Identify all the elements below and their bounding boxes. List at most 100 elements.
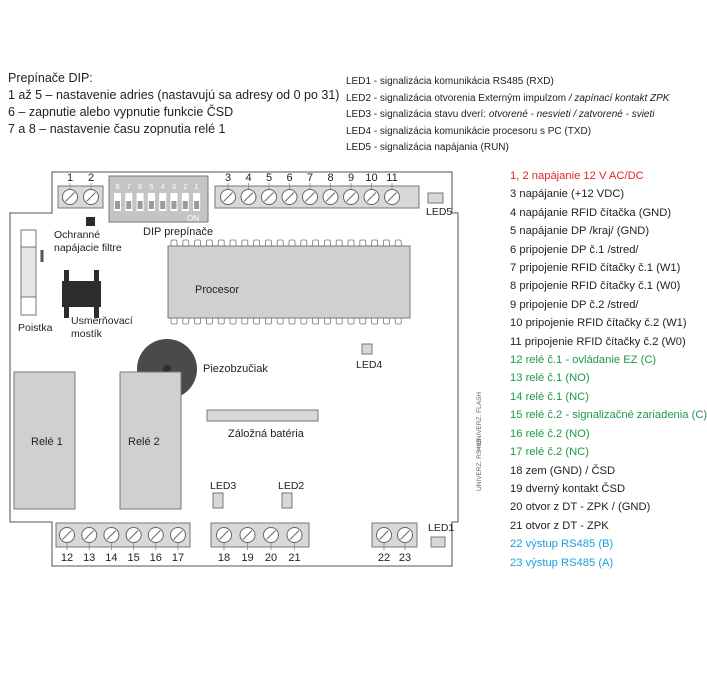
led-notes: LED1 - signalizácia komunikácia RS485 (R…	[346, 74, 669, 157]
terminal-number: 22	[378, 552, 390, 564]
dip-digit: 3	[172, 182, 176, 191]
dip-notes-line: 1 až 5 – nastavenie adries (nastavujú sa…	[8, 88, 340, 102]
dip-digit: 2	[183, 182, 187, 191]
terminal-screw	[147, 527, 164, 543]
dip-digit: 5	[149, 182, 153, 191]
filter-chip	[86, 217, 95, 226]
terminal-screw	[261, 189, 277, 205]
pin-number: 19	[510, 482, 523, 495]
led2-label: LED2	[278, 480, 304, 492]
pin-number: 8	[510, 280, 517, 293]
terminal-screw	[83, 189, 99, 205]
led-note: LED3 - signalizácia stavu dverí: otvoren…	[346, 107, 669, 124]
pin-number: 21	[510, 519, 523, 532]
pin-number: 15	[510, 409, 523, 422]
terminal-number: 7	[307, 172, 313, 184]
terminal-screw	[240, 189, 257, 205]
terminal-screw	[376, 527, 392, 543]
filters-label: Ochranné	[54, 229, 100, 241]
pin-function: napájanie DP /kraj/ (GND)	[519, 225, 650, 238]
pin-function: pripojenie DP č.1 /stred/	[519, 243, 639, 256]
pin-function: napájanie 12 V AC/DC	[531, 170, 644, 182]
pin-number: 5	[510, 225, 517, 238]
dip-switch-slots	[114, 193, 201, 211]
pin-assignment: 16 relé č.2 (NO)	[510, 425, 707, 443]
pin-assignment: 7 pripojenie RFID čítačky č.1 (W1)	[510, 259, 707, 277]
dip-lever	[182, 201, 188, 209]
pin-function: relé č.1 (NC)	[525, 390, 589, 403]
dip-notes-line: 6 – zapnutie alebo vypnutie funkcie ČSD	[8, 105, 234, 119]
piezo-buzzer-center	[163, 365, 171, 373]
pin-number: 17	[510, 446, 523, 459]
led4	[361, 343, 373, 355]
pin-function: napájanie RFID čítačka (GND)	[519, 206, 672, 219]
pin-function: výstup RS485 (B)	[525, 538, 614, 551]
pin-function: pripojenie RFID čítačky č.2 (W0)	[524, 335, 686, 348]
led-note: LED2 - signalizácia otvorenia Externým i…	[346, 91, 669, 108]
terminal-screw	[363, 189, 380, 205]
pin-function: pripojenie RFID čítačky č.2 (W1)	[525, 317, 687, 330]
dip-lever	[171, 201, 177, 209]
pin-function: pripojenie DP č.2 /stred/	[519, 298, 639, 311]
dip-digit: 7	[127, 182, 131, 191]
pin-function: relé č.2 (NC)	[525, 446, 589, 459]
pin-assignment: 6 pripojenie DP č.1 /stred/	[510, 241, 707, 259]
pin-function: napájanie (+12 VDC)	[519, 188, 625, 201]
rectifier-bridge	[62, 281, 101, 307]
pin-number: 1, 2	[510, 170, 529, 182]
led-note: LED4 - signalizácia komunikácie procesor…	[346, 124, 669, 141]
terminal-number: 12	[61, 552, 73, 564]
pin-assignment: 14 relé č.1 (NC)	[510, 388, 707, 406]
pin-number: 4	[510, 206, 517, 219]
led5-label: LED5	[426, 206, 452, 218]
dip-lever	[148, 201, 154, 209]
terminal-number: 1	[67, 172, 73, 184]
terminal-screw	[286, 527, 303, 543]
pin-assignment: 20 otvor z DT - ZPK / (GND)	[510, 498, 707, 516]
side-label-flash: UNIVERZ. FLASH	[476, 392, 483, 445]
terminal-screw	[125, 527, 142, 543]
terminal-number: 20	[265, 552, 277, 564]
led2	[281, 492, 293, 509]
dip-lever	[137, 201, 143, 209]
pin-function: relé č.2 (NO)	[525, 427, 590, 440]
led1	[430, 536, 446, 548]
terminal-number: 23	[399, 552, 411, 564]
bridge-lead	[94, 270, 99, 282]
pin-assignment: 13 relé č.1 (NO)	[510, 369, 707, 387]
dip-notes: Prepínače DIP: 1 až 5 – nastavenie adrie…	[8, 70, 339, 138]
bridge-lead	[64, 270, 69, 282]
led3-label: LED3	[210, 480, 236, 492]
terminal-screw	[220, 189, 236, 205]
terminal-number: 11	[386, 172, 397, 184]
fuse-label: Poistka	[18, 322, 53, 334]
pin-assignment: 12 relé č.1 - ovládanie EZ (C)	[510, 351, 707, 369]
dip-lever	[126, 201, 132, 209]
pin-function: dverný kontakt ČSD	[525, 482, 626, 495]
terminal-screw	[103, 527, 120, 543]
battery-label: Záložná batéria	[228, 428, 305, 440]
pin-assignment: 1, 2 napájanie 12 V AC/DC	[510, 167, 707, 185]
terminal-screw	[216, 527, 232, 543]
terminal-screw	[263, 527, 279, 543]
terminal-number: 21	[288, 552, 300, 564]
pin-function: otvor z DT - ZPK / (GND)	[525, 501, 651, 514]
pin-assignment: 23 výstup RS485 (A)	[510, 554, 707, 572]
terminal-number: 6	[286, 172, 292, 184]
led-note-text: LED2 - signalizácia otvorenia Externým i…	[346, 92, 567, 104]
terminal-screw	[59, 527, 75, 543]
pin-assignment: 18 zem (GND) / ČSD	[510, 462, 707, 480]
pin-assignment: 8 pripojenie RFID čítačky č.1 (W0)	[510, 277, 707, 295]
dip-lever	[115, 201, 120, 209]
terminal-screw	[343, 189, 359, 205]
terminal-screw	[81, 527, 98, 543]
led-note-text: LED5 - signalizácia napájania (RUN)	[346, 142, 509, 153]
pin-number: 16	[510, 427, 523, 440]
pin-function: relé č.1 (NO)	[525, 372, 590, 385]
led-note-text: LED4 - signalizácia komunikácie procesor…	[346, 125, 592, 137]
pin-number: 6	[510, 243, 517, 256]
